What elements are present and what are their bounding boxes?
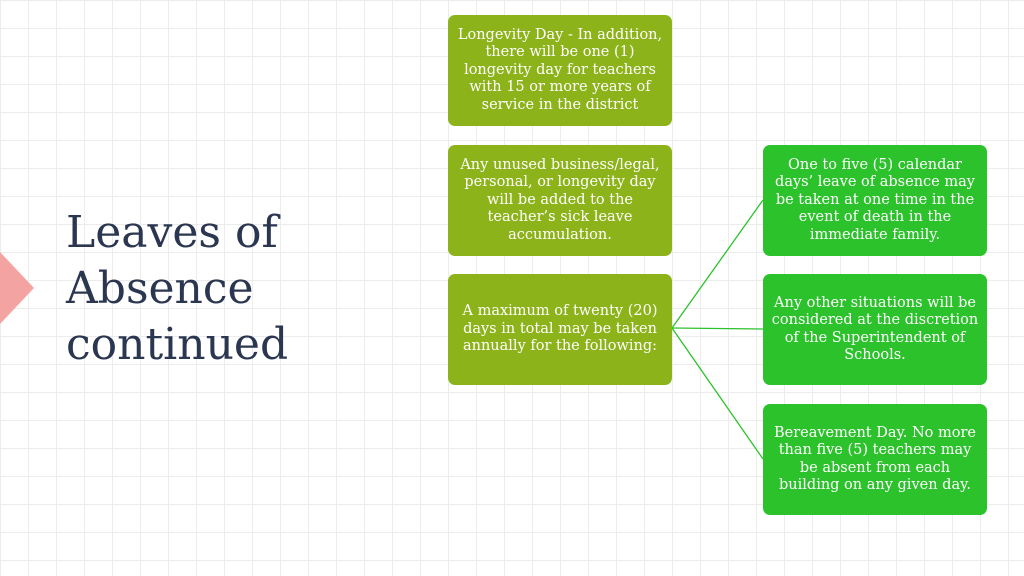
connector-to-other-situations <box>671 327 764 330</box>
other-situations-text: Any other situations will be considered … <box>771 294 979 364</box>
arrow-accent-shape <box>0 252 34 324</box>
longevity-day-text: Longevity Day - In addition, there will … <box>457 26 663 113</box>
longevity-day-box: Longevity Day - In addition, there will … <box>448 15 672 126</box>
maximum-days-text: A maximum of twenty (20) days in total m… <box>462 303 658 355</box>
unused-days-box: Any unused business/legal, personal, or … <box>448 145 672 256</box>
connector-to-bereavement-family <box>671 199 764 329</box>
family-death-leave-box: One to five (5) calendar days’ leave of … <box>763 145 987 256</box>
bereavement-day-box: Bereavement Day. No more than five (5) t… <box>763 404 987 515</box>
unused-days-text: Any unused business/legal, personal, or … <box>460 156 660 243</box>
other-situations-box: Any other situations will be considered … <box>763 274 987 385</box>
bereavement-day-text: Bereavement Day. No more than five (5) t… <box>773 424 977 494</box>
maximum-days-box: A maximum of twenty (20) days in total m… <box>448 274 672 385</box>
connector-to-bereavement-day <box>671 327 764 460</box>
slide-title: Leaves of Absence continued <box>66 207 289 370</box>
family-death-leave-text: One to five (5) calendar days’ leave of … <box>775 156 975 243</box>
